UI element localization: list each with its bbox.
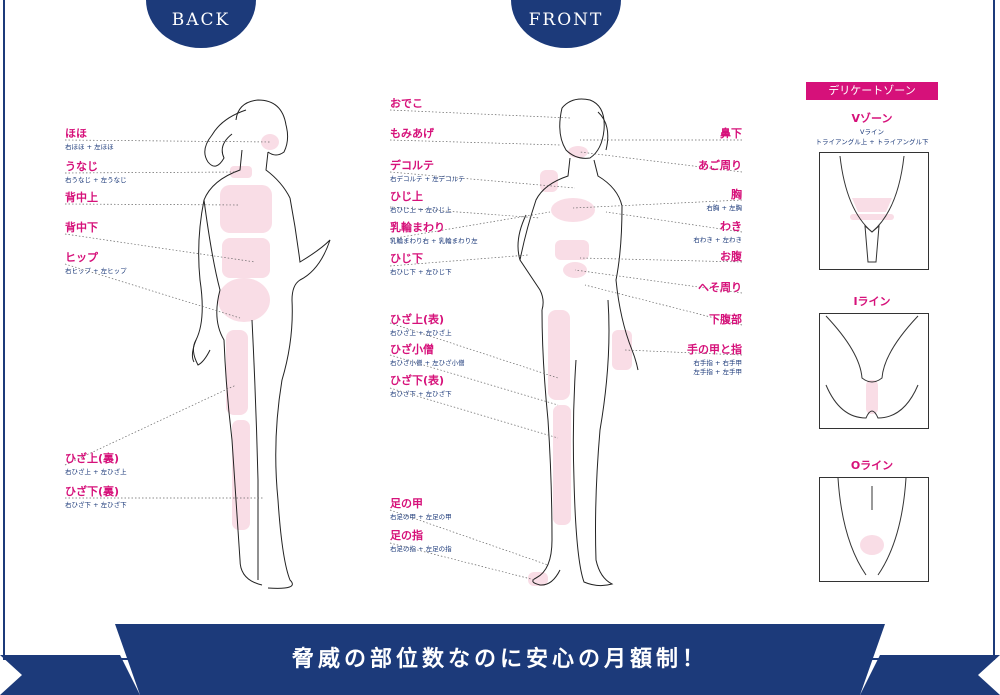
label-sub: 右胸 + 左胸 — [706, 204, 742, 212]
label-name: わき — [720, 220, 742, 233]
label-name: 鼻下 — [720, 127, 742, 140]
label-name: ひざ下(表) — [390, 374, 445, 387]
label-name: デコルテ — [390, 159, 434, 172]
label-name: ひざ下(裏) — [65, 485, 120, 498]
label-name: もみあげ — [390, 127, 434, 140]
label-sub: 右足の指 + 左足の指 — [390, 545, 452, 553]
front-tab-label: FRONT — [528, 10, 604, 30]
banner-ribbon — [115, 624, 885, 695]
label-name: 足の指 — [390, 529, 423, 542]
label-name: 背中下 — [65, 221, 98, 234]
banner-left-tail — [0, 655, 140, 695]
label-name: 胸 — [731, 188, 742, 201]
label-sub: 右足の甲 + 左足の甲 — [390, 513, 452, 521]
label-sub: 右ほほ + 左ほほ — [65, 143, 114, 151]
label-sub: 右ひざ小僧 + 左ひざ小僧 — [390, 359, 465, 367]
leader-lines — [64, 109, 743, 581]
label-name: お腹 — [720, 250, 742, 263]
front-figure — [517, 98, 639, 587]
label-sub: 右ひじ下 + 左ひじ下 — [390, 268, 452, 276]
label-name: 足の甲 — [390, 497, 423, 510]
label-name: 下腹部 — [709, 313, 742, 326]
v-line-label: Vライン — [860, 128, 884, 136]
label-sub: 右ひざ下 + 左ひざ下 — [65, 501, 127, 509]
label-sub: 右ひざ下 + 左ひざ下 — [390, 390, 452, 398]
label-sub: 右デコルテ + 左デコルテ — [390, 175, 465, 183]
label-name: うなじ — [65, 160, 98, 173]
delicate-zone-title: デリケートゾーン — [806, 82, 938, 100]
label-name: ひじ上 — [390, 190, 423, 203]
label-name: おでこ — [390, 97, 423, 110]
label-name: ほほ — [65, 127, 87, 140]
triangle-label: トライアングル上 + トライアングル下 — [815, 138, 929, 146]
label-sub: 右ひざ上 + 左ひざ上 — [65, 468, 127, 476]
label-name: ひざ上(表) — [390, 313, 445, 326]
label-name: ひじ下 — [390, 252, 423, 265]
i-line-box — [819, 313, 929, 429]
label-sub: 乳輪まわり右 + 乳輪まわり左 — [390, 237, 478, 245]
label-sub2: 左手指 + 左手甲 — [693, 368, 742, 376]
v-zone-box — [819, 152, 929, 270]
i-line-label: Iライン — [853, 295, 891, 308]
label-name: あご周り — [698, 159, 742, 172]
v-zone-label: Vゾーン — [851, 112, 893, 125]
label-name: へそ周り — [698, 281, 742, 294]
back-tab-label: BACK — [171, 10, 231, 30]
o-line-box — [819, 477, 929, 582]
label-sub: 右ひじ上 + 左ひじ上 — [390, 206, 452, 214]
label-sub: 右ヒップ + 左ヒップ — [65, 267, 127, 275]
label-name: ヒップ — [65, 251, 98, 264]
banner-right-tail — [860, 655, 1000, 695]
o-line-label: Oライン — [850, 459, 894, 472]
label-name: ひざ上(裏) — [65, 452, 120, 465]
back-figure — [191, 99, 331, 589]
banner-text: 脅威の部位数なのに安心の月額制！ — [291, 647, 708, 672]
label-name: ひざ小僧 — [390, 343, 434, 356]
label-sub: 右手指 + 右手甲 — [693, 359, 742, 367]
label-name: 背中上 — [65, 191, 98, 204]
label-name: 乳輪まわり — [390, 221, 445, 234]
label-sub: 右わき + 左わき — [693, 236, 742, 244]
label-name: 手の甲と指 — [687, 343, 742, 356]
label-sub: 右うなじ + 左うなじ — [65, 176, 127, 184]
label-sub: 右ひざ上 + 左ひざ上 — [390, 329, 452, 337]
